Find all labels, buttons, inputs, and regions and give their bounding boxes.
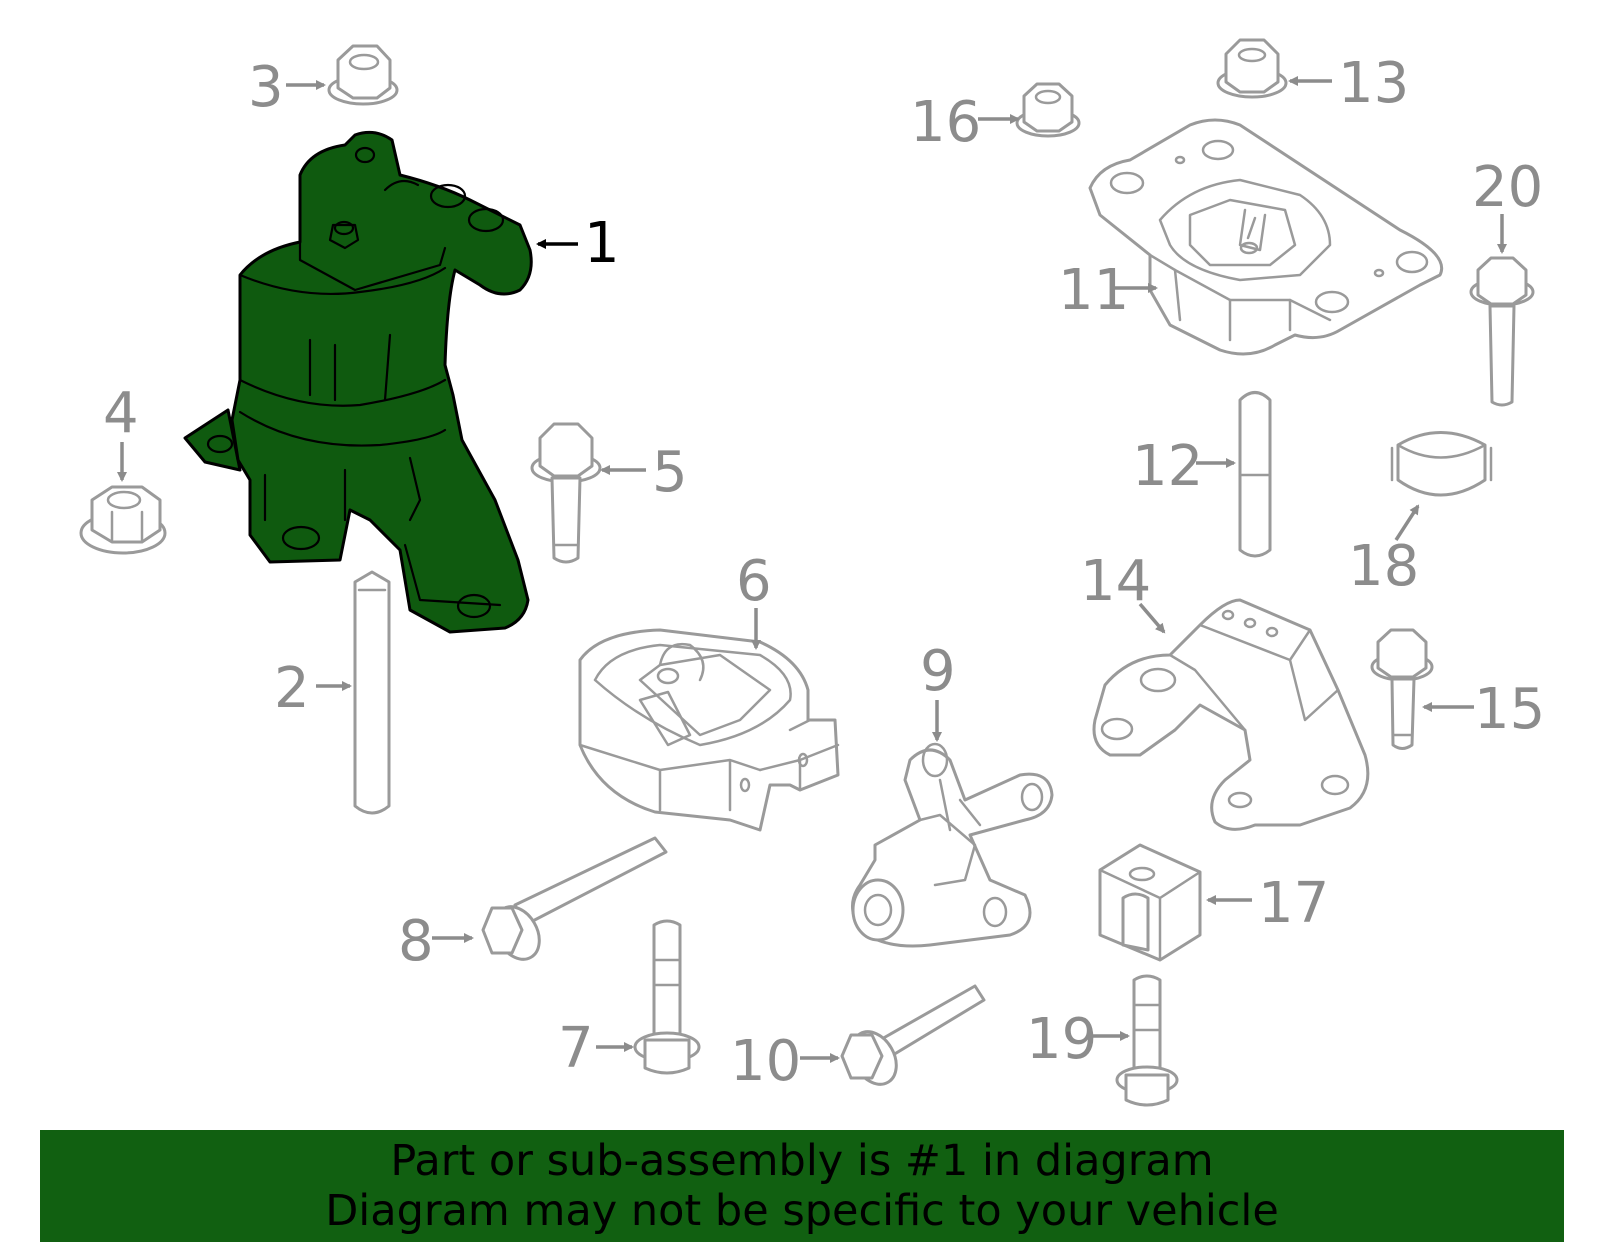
callout-1[interactable]: 1 — [584, 211, 620, 276]
info-banner: Part or sub-assembly is #1 in diagram Di… — [40, 1130, 1564, 1242]
callout-6[interactable]: 6 — [736, 549, 772, 614]
banner-line-2: Diagram may not be specific to your vehi… — [325, 1186, 1279, 1236]
part-5-bolt[interactable] — [530, 422, 602, 564]
callout-3[interactable]: 3 — [248, 55, 284, 120]
callout-16[interactable]: 16 — [910, 90, 981, 155]
part-2-stud[interactable] — [353, 570, 391, 815]
callout-8[interactable]: 8 — [398, 909, 434, 974]
callout-9[interactable]: 9 — [920, 639, 956, 704]
callout-13[interactable]: 13 — [1338, 51, 1409, 116]
part-3-flange-nut[interactable] — [327, 44, 399, 106]
callout-12[interactable]: 12 — [1132, 434, 1203, 499]
callout-20[interactable]: 20 — [1472, 155, 1543, 220]
part-8-long-bolt[interactable] — [481, 836, 668, 967]
part-16-flange-nut[interactable] — [1015, 82, 1081, 138]
callout-2[interactable]: 2 — [274, 656, 310, 721]
banner-line-1: Part or sub-assembly is #1 in diagram — [390, 1136, 1214, 1186]
part-18-cap[interactable] — [1390, 431, 1493, 497]
part-10-bolt[interactable] — [840, 984, 986, 1092]
part-20-bolt[interactable] — [1469, 256, 1535, 407]
part-7-bolt[interactable] — [633, 919, 701, 1075]
part-15-bolt[interactable] — [1370, 628, 1434, 750]
part-12-stud[interactable] — [1238, 391, 1272, 558]
part-19-bolt[interactable] — [1115, 974, 1179, 1107]
part-17-damper-block[interactable] — [1098, 843, 1202, 962]
callout-14[interactable]: 14 — [1080, 549, 1151, 614]
callout-7[interactable]: 7 — [558, 1016, 594, 1081]
part-1-engine-mount[interactable] — [183, 130, 533, 634]
callout-11[interactable]: 11 — [1058, 258, 1129, 323]
part-14-bracket[interactable] — [1092, 598, 1370, 831]
part-4-flange-nut[interactable] — [79, 485, 167, 555]
part-9-bracket[interactable] — [851, 742, 1054, 948]
callout-5[interactable]: 5 — [652, 440, 688, 505]
callout-15[interactable]: 15 — [1474, 677, 1545, 742]
callout-18[interactable]: 18 — [1348, 534, 1419, 599]
callout-19[interactable]: 19 — [1026, 1007, 1097, 1072]
part-13-flange-nut[interactable] — [1216, 38, 1288, 99]
part-11-mount-plate[interactable] — [1088, 118, 1443, 356]
callout-17[interactable]: 17 — [1258, 871, 1329, 936]
callout-4[interactable]: 4 — [103, 381, 139, 446]
part-6-transmission-mount[interactable] — [578, 628, 840, 832]
callout-10[interactable]: 10 — [730, 1029, 801, 1094]
